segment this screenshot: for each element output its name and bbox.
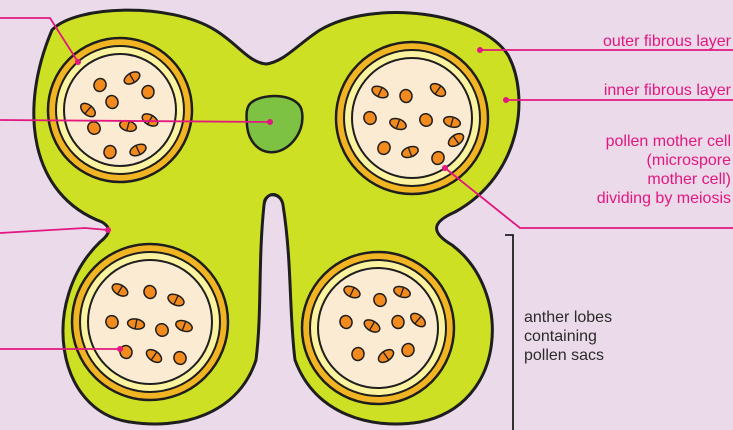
pointer-line-left-notch <box>0 228 108 233</box>
pointer-dot-top-left <box>75 59 81 65</box>
pollen-sac-bottom-left <box>72 244 228 400</box>
pointer-dot-pollen-mother-cell <box>442 165 448 171</box>
label-pollen-mother-cell-line2: (microspore <box>597 151 731 170</box>
anther-lobes-bracket <box>505 235 513 430</box>
label-anther-lobes-line3: pollen sacs <box>524 346 612 365</box>
pollen-sac-top-left <box>48 38 192 182</box>
pointer-dot-outer-fibrous <box>477 47 483 53</box>
label-anther-lobes-line1: anther lobes <box>524 308 612 327</box>
label-pollen-mother-cell-line1: pollen mother cell <box>597 132 731 151</box>
label-pollen-mother-cell-line4: dividing by meiosis <box>597 189 731 208</box>
label-anther-lobes: anther lobes containing pollen sacs <box>524 308 612 365</box>
label-inner-fibrous-layer: inner fibrous layer <box>604 81 731 100</box>
label-pollen-mother-cell-line3: mother cell) <box>597 170 731 189</box>
pointer-dot-bottom-left <box>117 346 123 352</box>
label-pollen-mother-cell: pollen mother cell (microspore mother ce… <box>597 132 731 208</box>
pointer-dot-vascular <box>267 119 273 125</box>
label-anther-lobes-line2: containing <box>524 327 612 346</box>
pollen-sac-top-right <box>336 42 488 194</box>
label-outer-fibrous-layer: outer fibrous layer <box>603 32 731 51</box>
pointer-dot-inner-fibrous <box>503 97 509 103</box>
pointer-dot-left-notch <box>105 227 111 233</box>
